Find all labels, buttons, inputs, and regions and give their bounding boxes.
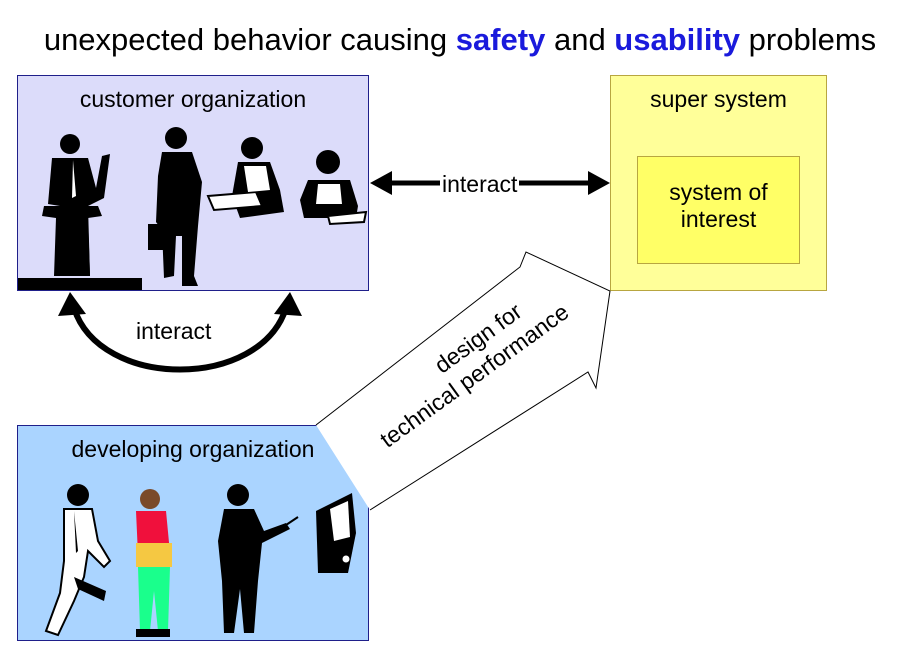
interact-label-loop: interact bbox=[136, 318, 212, 344]
interact-label-top: interact bbox=[440, 171, 520, 198]
developing-organization-label: developing organization bbox=[71, 436, 315, 462]
interact-loop-arrow bbox=[58, 292, 302, 373]
diagram-title: unexpected behavior causing safety and u… bbox=[0, 22, 920, 58]
red-shirt-man-silhouette bbox=[136, 489, 172, 637]
title-usability: usability bbox=[614, 22, 741, 57]
super-system-box: super system system of interest bbox=[610, 75, 827, 291]
title-part-1: unexpected behavior causing bbox=[43, 22, 456, 57]
reader-silhouette bbox=[206, 137, 284, 218]
phone-caller-silhouette bbox=[44, 484, 112, 637]
developing-organization-box: developing organization bbox=[17, 425, 369, 641]
developer-people-silhouettes bbox=[44, 484, 356, 637]
system-of-interest-box: system of interest bbox=[637, 156, 800, 264]
writer-silhouette bbox=[300, 150, 368, 226]
super-system-label: super system bbox=[650, 86, 787, 112]
presenter-silhouette bbox=[218, 484, 299, 633]
design-arrow bbox=[315, 251, 611, 511]
customer-organization-label: customer organization bbox=[79, 86, 307, 112]
title-part-3: problems bbox=[740, 22, 877, 57]
customer-organization-box: customer organization bbox=[17, 75, 369, 291]
system-of-interest-line-1: system of bbox=[669, 179, 768, 205]
businessman-silhouette bbox=[148, 127, 202, 286]
speaker-silhouette bbox=[18, 134, 142, 290]
engineer-silhouette bbox=[316, 493, 356, 573]
customer-people-silhouettes bbox=[18, 127, 368, 290]
system-of-interest-line-2: interest bbox=[680, 206, 757, 232]
title-safety: safety bbox=[455, 22, 546, 57]
title-part-2: and bbox=[545, 22, 615, 57]
